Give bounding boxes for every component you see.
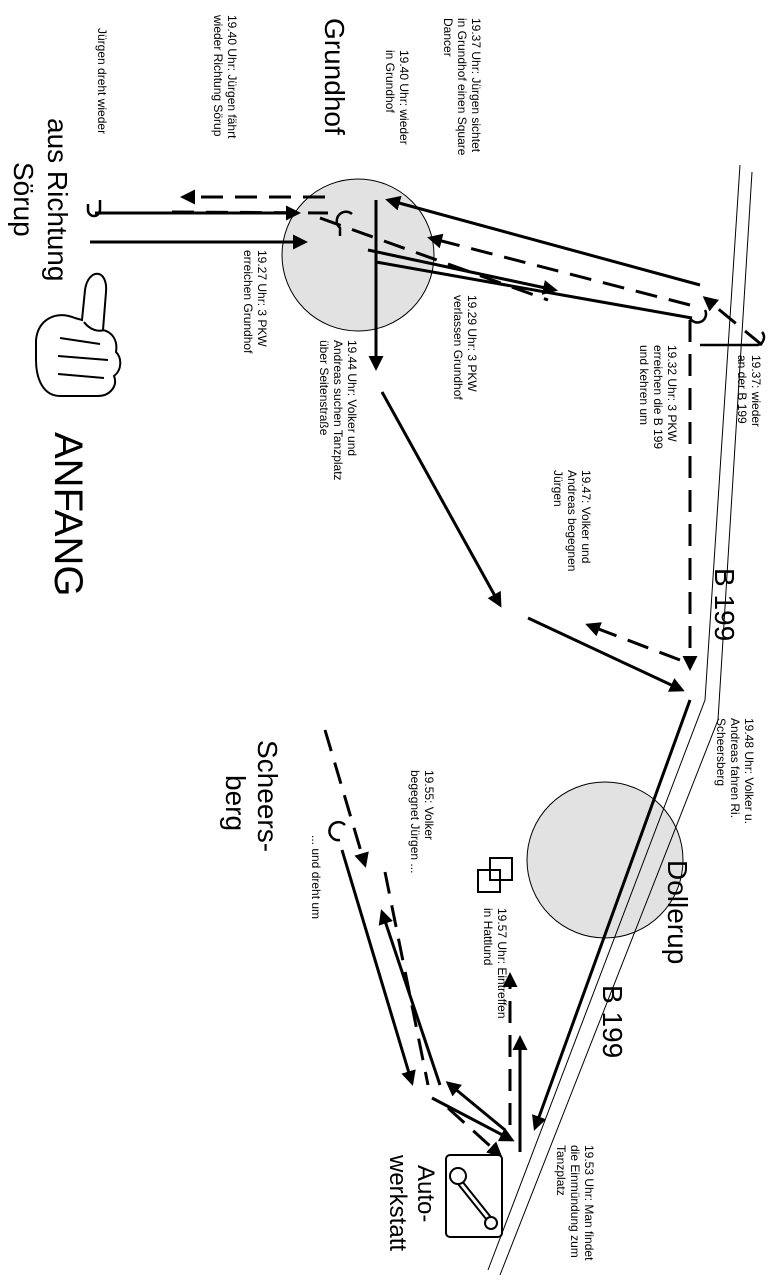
- note-line: Andreas fahren Ri.: [728, 718, 742, 818]
- solid-routes: [90, 195, 701, 1152]
- note-line: in Hattlund: [481, 908, 495, 965]
- note-line: ... und dreht um: [309, 835, 323, 919]
- note-line: und kehren um: [637, 345, 651, 425]
- note-line: verlassen Grundhof: [451, 295, 465, 400]
- note-line: begegnet Jürgen ...: [408, 770, 422, 873]
- note-line: Andreas begegnen: [565, 470, 579, 571]
- note-line: Scheersberg: [714, 718, 728, 786]
- dashed-routes: [171, 189, 763, 1158]
- sorup-label-1: aus Richtung: [42, 118, 73, 281]
- note-1937b: 19.37: wieder an der B 199: [735, 355, 763, 427]
- note-1944: 19.44 Uhr: Volker und Andreas suchen Tan…: [317, 340, 359, 481]
- wrench-icon: [445, 1154, 503, 1238]
- werkstatt-label-1: Auto-: [412, 1165, 439, 1222]
- note-line: Andreas suchen Tanzplatz: [331, 340, 345, 481]
- note-1927: 19.27 Uhr: 3 PKW erreichen Grundhof: [241, 250, 269, 354]
- note-turn-again: Jürgen dreht wieder: [95, 28, 109, 134]
- note-line: erreichen Grundhof: [241, 250, 255, 354]
- note-1940a: 19.40 Uhr: wieder in Grundhof: [383, 50, 411, 145]
- road-label-upper: B 199: [709, 568, 740, 641]
- note-line: in Grundhof einen Square: [455, 18, 469, 156]
- note-1940b: 19.40 Uhr: Jürgen fährt wieder Richtung …: [211, 14, 239, 139]
- note-line: 19.29 Uhr: 3 PKW: [465, 295, 479, 392]
- note-line: erreichen die B 199: [651, 345, 665, 449]
- note-line: 19.55: Volker: [422, 770, 436, 840]
- road-label-lower: B 199: [597, 985, 628, 1058]
- note-line: 19.53 Uhr: Man findet: [582, 1145, 596, 1261]
- note-1948: 19.48 Uhr: Volker u. Andreas fahren Ri. …: [714, 718, 756, 824]
- note-1929: 19.29 Uhr: 3 PKW verlassen Grundhof: [451, 295, 479, 400]
- note-line: 19.47: Volker und: [579, 470, 593, 563]
- u-turn-icon: [86, 200, 766, 842]
- note-line: Jürgen: [551, 470, 565, 507]
- dollerup-town-area: [526, 781, 684, 939]
- sorup-label-2: Sörup: [8, 162, 39, 237]
- b199-road: [487, 164, 753, 1276]
- note-line: Dancer: [441, 18, 455, 57]
- note-1932: 19.32 Uhr: 3 PKW erreichen die B 199 und…: [637, 345, 679, 449]
- note-dreht-um: ... und dreht um: [309, 835, 323, 919]
- note-line: an der B 199: [735, 355, 749, 424]
- pointing-hand-icon: [35, 272, 122, 397]
- note-line: über Seitenstraße: [317, 340, 331, 436]
- note-1955: 19.55: Volker begegnet Jürgen ...: [408, 770, 436, 873]
- grundhof-label: Grundhof: [319, 18, 350, 135]
- note-1947: 19.47: Volker und Andreas begegnen Jürge…: [551, 470, 593, 571]
- note-line: 19.44 Uhr: Volker und: [345, 340, 359, 456]
- note-line: 19.37: wieder: [749, 355, 763, 427]
- note-line: Tanzplatz: [554, 1145, 568, 1196]
- note-line: die Einmündung zum: [568, 1145, 582, 1258]
- note-line: 19.40 Uhr: wieder: [397, 50, 411, 145]
- note-line: Jürgen dreht wieder: [95, 28, 109, 134]
- anfang-label: ANFANG: [46, 432, 90, 596]
- werkstatt-label-2: werkstatt: [384, 1154, 411, 1251]
- note-1953: 19.53 Uhr: Man findet die Einmündung zum…: [554, 1145, 596, 1261]
- grundhof-town-area: [281, 178, 435, 332]
- note-line: 19.48 Uhr: Volker u.: [742, 718, 756, 824]
- note-line: 19.32 Uhr: 3 PKW: [665, 345, 679, 442]
- scheersberg-label-1: Scheers-: [252, 740, 283, 852]
- note-line: 19.57 Uhr: Eintreffen: [495, 908, 509, 1019]
- note-line: 19.27 Uhr: 3 PKW: [255, 250, 269, 347]
- overlapping-squares-icon: [477, 857, 513, 893]
- note-line: 19.37 Uhr: Jürgen sichtet: [469, 18, 483, 153]
- note-1937a: 19.37 Uhr: Jürgen sichtet in Grundhof ei…: [441, 18, 483, 156]
- note-line: 19.40 Uhr: Jürgen fährt: [225, 15, 239, 139]
- note-1957: 19.57 Uhr: Eintreffen in Hattlund: [481, 908, 509, 1019]
- scheersberg-label-2: berg: [220, 775, 251, 831]
- note-line: in Grundhof: [383, 50, 397, 113]
- note-line: wieder Richtung Sörup: [211, 14, 225, 137]
- dollerup-label: Dollerup: [662, 860, 693, 964]
